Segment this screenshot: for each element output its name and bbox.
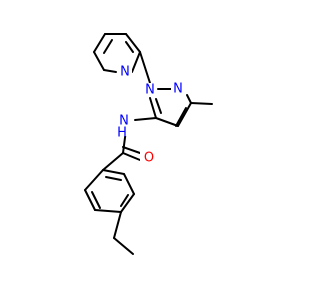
- bond: [131, 51, 141, 73]
- bond: [84, 189, 96, 211]
- pyridine-nitrogen-label: N: [120, 65, 130, 80]
- bond: [113, 211, 122, 239]
- bond: [139, 51, 151, 84]
- bond: [177, 102, 192, 127]
- bond: [175, 107, 187, 127]
- bond: [105, 176, 122, 181]
- bond: [122, 146, 141, 154]
- amide-nitrogen-label: N: [119, 114, 129, 129]
- pyrazole-n2-label: N: [173, 82, 183, 97]
- pyridine-ring: [93, 33, 141, 73]
- bond: [155, 98, 162, 114]
- bond: [94, 209, 122, 213]
- bond: [93, 51, 105, 71]
- bond: [120, 193, 135, 213]
- bond: [84, 169, 104, 191]
- pyrazole-n1-label: N: [145, 83, 155, 98]
- bond: [103, 39, 113, 54]
- molecule-diagram: N N N N H O: [84, 33, 213, 255]
- bond: [123, 173, 135, 195]
- bond: [125, 33, 141, 53]
- bond: [125, 41, 134, 53]
- bond: [186, 94, 192, 104]
- amide-hydrogen-label: H: [117, 126, 127, 141]
- bond: [102, 152, 124, 171]
- bond: [93, 33, 106, 53]
- bond: [102, 169, 125, 175]
- bond: [190, 102, 213, 105]
- bond: [155, 117, 179, 127]
- carbonyl-oxygen-label: O: [144, 151, 154, 166]
- molecule-canvas: N N N N H O: [84, 33, 213, 255]
- bond: [91, 191, 101, 209]
- bond: [113, 237, 134, 255]
- pyrazole-ring: [149, 88, 192, 127]
- bond: [122, 152, 141, 161]
- bond: [103, 69, 117, 73]
- bond: [149, 97, 157, 119]
- benzene-ring: [84, 169, 135, 213]
- bond: [120, 194, 129, 207]
- bond: [134, 117, 157, 121]
